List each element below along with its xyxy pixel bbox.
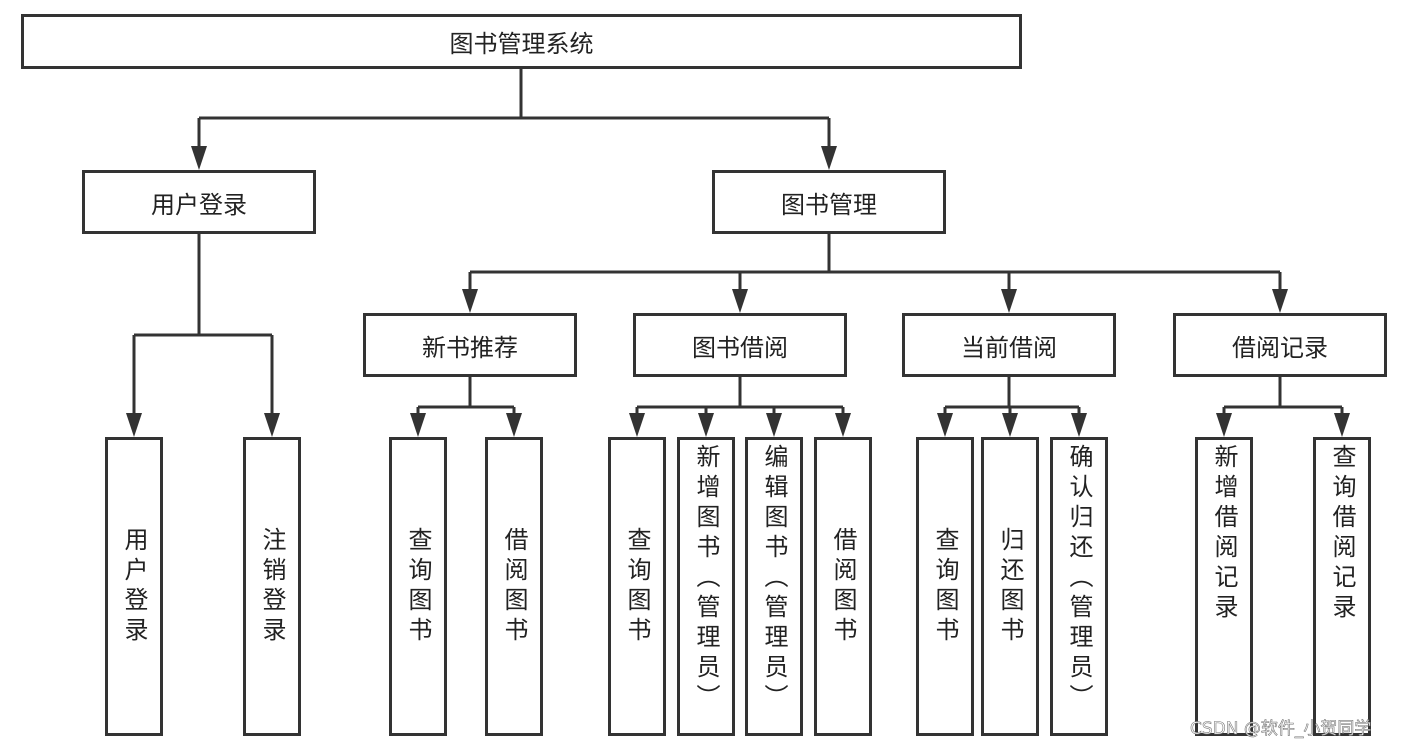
node-level2-label: 借阅记录 <box>1232 333 1328 362</box>
node-leaf-label: 注销登录 <box>258 526 286 647</box>
arrowhead-icon <box>462 289 478 313</box>
arrowhead-icon <box>629 413 645 437</box>
arrowhead-icon <box>821 146 837 170</box>
watermark: CSDN @软件_小贺同学 <box>1190 719 1372 740</box>
node-leaf-label: 借阅图书 <box>500 526 528 647</box>
node-leaf-label: 归还图书 <box>996 526 1024 647</box>
arrowhead-icon <box>766 413 782 437</box>
node-leaf: 用户登录 <box>105 437 163 736</box>
node-leaf: 注销登录 <box>243 437 301 736</box>
node-leaf: 确认归还（管理员） <box>1050 437 1108 736</box>
node-level2: 当前借阅 <box>902 313 1116 377</box>
node-leaf-label: 新增图书（管理员） <box>692 444 720 714</box>
arrowhead-icon <box>191 146 207 170</box>
node-level1: 用户登录 <box>82 170 316 234</box>
node-leaf: 查询图书 <box>389 437 447 736</box>
node-leaf-label: 用户登录 <box>120 526 148 647</box>
node-leaf-label: 查询借阅记录 <box>1328 444 1356 624</box>
node-level2: 借阅记录 <box>1173 313 1387 377</box>
node-level2-label: 当前借阅 <box>961 333 1057 362</box>
arrowhead-icon <box>1071 413 1087 437</box>
node-level2: 新书推荐 <box>363 313 577 377</box>
node-root: 图书管理系统 <box>21 14 1022 69</box>
arrowhead-icon <box>1334 413 1350 437</box>
node-leaf: 查询图书 <box>916 437 974 736</box>
arrowhead-icon <box>1001 289 1017 313</box>
arrowhead-icon <box>1216 413 1232 437</box>
node-leaf-label: 查询图书 <box>404 526 432 647</box>
arrowhead-icon <box>410 413 426 437</box>
node-level1-label: 图书管理 <box>781 190 877 219</box>
arrowhead-icon <box>835 413 851 437</box>
arrowhead-icon <box>1272 289 1288 313</box>
node-leaf: 编辑图书（管理员） <box>745 437 803 736</box>
node-level2-label: 新书推荐 <box>422 333 518 362</box>
node-root-label: 图书管理系统 <box>449 30 594 58</box>
node-level1-label: 用户登录 <box>151 190 247 219</box>
arrowhead-icon <box>126 413 142 437</box>
node-leaf: 查询借阅记录 <box>1313 437 1371 736</box>
node-leaf: 借阅图书 <box>485 437 543 736</box>
node-leaf-label: 查询图书 <box>931 526 959 647</box>
node-leaf-label: 确认归还（管理员） <box>1065 444 1093 714</box>
node-level2-label: 图书借阅 <box>692 333 788 362</box>
arrowhead-icon <box>732 289 748 313</box>
node-level1: 图书管理 <box>712 170 946 234</box>
arrowhead-icon <box>506 413 522 437</box>
node-leaf-label: 编辑图书（管理员） <box>760 444 788 714</box>
node-level2: 图书借阅 <box>633 313 847 377</box>
node-leaf: 新增借阅记录 <box>1195 437 1253 736</box>
node-leaf: 查询图书 <box>608 437 666 736</box>
arrowhead-icon <box>937 413 953 437</box>
arrowhead-icon <box>264 413 280 437</box>
node-leaf: 借阅图书 <box>814 437 872 736</box>
arrowhead-icon <box>1002 413 1018 437</box>
node-leaf-label: 查询图书 <box>623 526 651 647</box>
node-leaf: 归还图书 <box>981 437 1039 736</box>
node-leaf-label: 新增借阅记录 <box>1210 444 1238 624</box>
node-leaf: 新增图书（管理员） <box>677 437 735 736</box>
arrowhead-icon <box>698 413 714 437</box>
node-leaf-label: 借阅图书 <box>829 526 857 647</box>
